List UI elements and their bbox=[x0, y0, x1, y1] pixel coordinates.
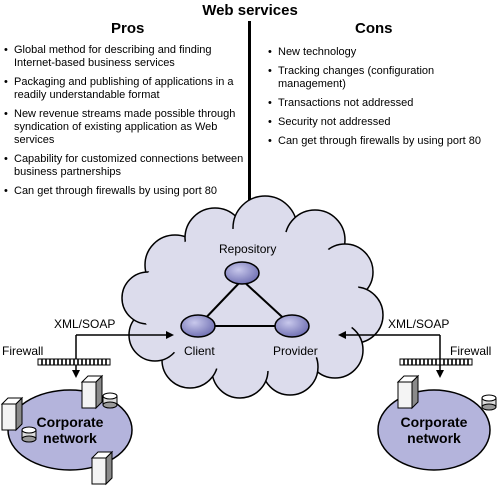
right-protocol-label: XML/SOAP bbox=[388, 317, 450, 331]
right-soap-connection bbox=[338, 331, 444, 378]
repository-label: Repository bbox=[219, 242, 277, 256]
left-network-line2: network bbox=[43, 430, 97, 446]
disk-icon bbox=[21, 426, 37, 443]
left-firewall-label: Firewall bbox=[2, 344, 44, 358]
column-divider bbox=[248, 21, 251, 228]
cons-item: Transactions not addressed bbox=[268, 97, 496, 110]
disk-icon bbox=[481, 394, 497, 411]
client-node bbox=[180, 314, 216, 338]
server-icon bbox=[0, 396, 24, 432]
cons-heading: Cons bbox=[355, 20, 393, 37]
right-firewall-label: Firewall bbox=[450, 344, 492, 358]
cons-item: Can get through firewalls by using port … bbox=[268, 135, 496, 148]
left-protocol-label: XML/SOAP bbox=[54, 317, 116, 331]
right-corporate-network-shape bbox=[377, 389, 491, 471]
left-firewall-bar bbox=[37, 358, 111, 366]
diagram-title: Web services bbox=[202, 2, 298, 19]
pros-item: Capability for customized connections be… bbox=[4, 153, 244, 179]
pros-item: Packaging and publishing of applications… bbox=[4, 76, 244, 102]
pros-list: Global method for describing and finding… bbox=[4, 44, 244, 204]
cons-item: New technology bbox=[268, 46, 496, 59]
pros-item: Global method for describing and finding… bbox=[4, 44, 244, 70]
pros-heading: Pros bbox=[111, 20, 145, 37]
repository-node bbox=[224, 261, 260, 285]
cons-list: New technology Tracking changes (configu… bbox=[268, 46, 496, 154]
server-icon bbox=[90, 450, 114, 486]
cons-item: Tracking changes (configuration manageme… bbox=[268, 65, 496, 91]
client-label: Client bbox=[184, 344, 215, 358]
disk-icon bbox=[102, 392, 118, 409]
pros-item: New revenue streams made possible throug… bbox=[4, 108, 244, 147]
cloud-shape bbox=[121, 195, 384, 399]
left-corporate-network-label: Corporate network bbox=[20, 414, 120, 446]
pros-item: Can get through firewalls by using port … bbox=[4, 185, 244, 198]
server-icon bbox=[80, 374, 104, 410]
provider-node bbox=[274, 314, 310, 338]
right-network-line1: Corporate bbox=[400, 414, 468, 430]
right-network-line2: network bbox=[407, 430, 461, 446]
server-icon bbox=[396, 374, 420, 410]
left-soap-connection bbox=[72, 331, 174, 378]
provider-label: Provider bbox=[273, 344, 318, 358]
cons-item: Security not addressed bbox=[268, 116, 496, 129]
right-corporate-network-label: Corporate network bbox=[384, 414, 484, 446]
left-network-line1: Corporate bbox=[36, 414, 104, 430]
right-firewall-bar bbox=[399, 358, 473, 366]
